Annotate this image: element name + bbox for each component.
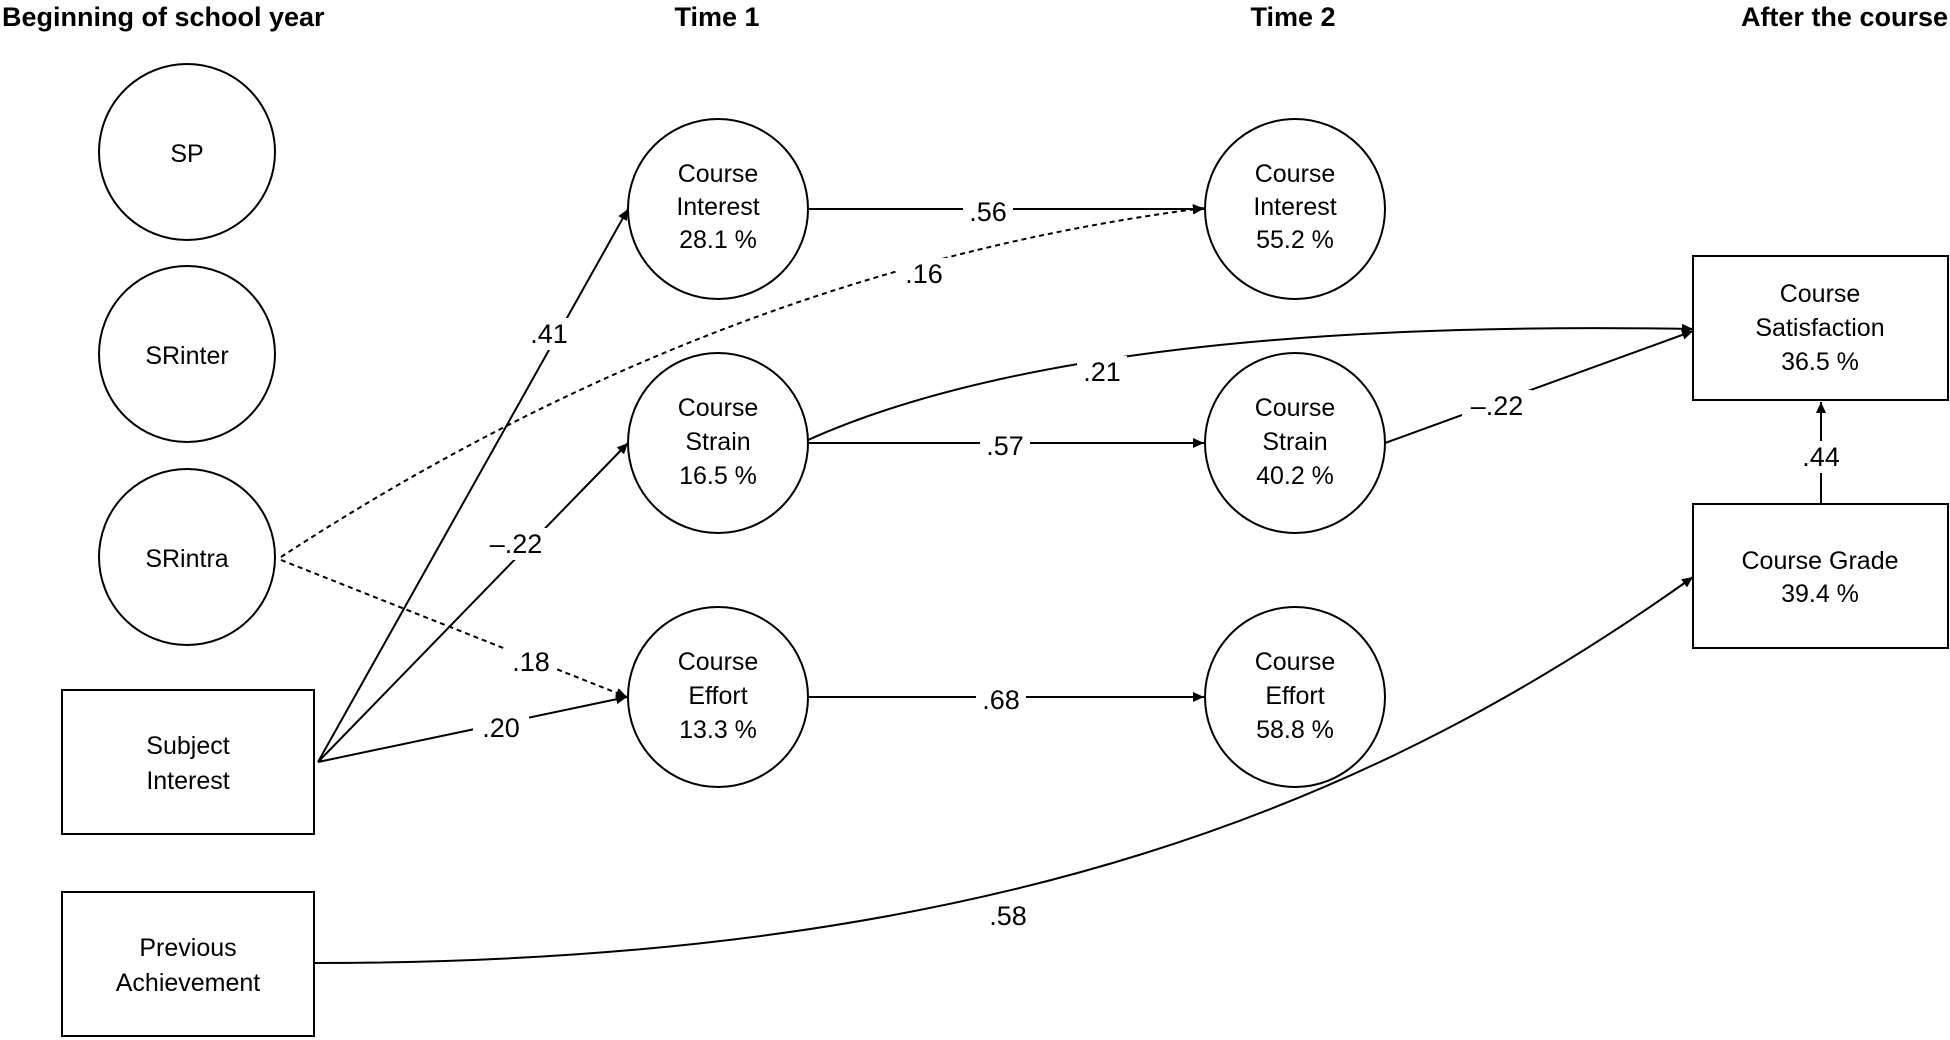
- header-time-2: Time 2: [1250, 2, 1335, 32]
- coef-subject-to-t1-strain: –.22: [490, 529, 543, 559]
- node-course-grade: Course Grade 39.4 %: [1692, 503, 1949, 649]
- coef-srintra-to-t1-effort: .18: [512, 647, 550, 677]
- svg-text:36.5 %: 36.5 %: [1781, 348, 1859, 376]
- edge-srintra-to-t1-effort: [280, 559, 628, 698]
- svg-text:Interest: Interest: [146, 767, 229, 795]
- coef-srintra-to-t2-interest: .16: [905, 259, 943, 289]
- coef-subject-to-t1-effort: .20: [482, 713, 520, 743]
- svg-text:Course: Course: [1255, 394, 1336, 422]
- coef-previous-achievement-to-grade: .58: [989, 901, 1027, 931]
- node-time2-course-effort: Course Effort 58.8 %: [1204, 606, 1386, 788]
- svg-text:Achievement: Achievement: [116, 969, 261, 997]
- svg-text:Previous: Previous: [139, 934, 236, 962]
- svg-text:Satisfaction: Satisfaction: [1755, 314, 1884, 342]
- node-srinter: SRinter: [98, 265, 276, 443]
- coef-subject-to-t1-interest: .41: [530, 319, 568, 349]
- svg-text:SRintra: SRintra: [145, 545, 228, 573]
- header-beginning-of-school-year: Beginning of school year: [2, 2, 325, 32]
- svg-text:Course: Course: [1780, 280, 1861, 308]
- svg-text:SP: SP: [170, 140, 203, 168]
- svg-text:Interest: Interest: [1253, 193, 1336, 221]
- edge-t2-strain-to-course-satisfaction: [1384, 330, 1694, 444]
- node-sp: SP: [98, 63, 276, 241]
- svg-text:13.3 %: 13.3 %: [679, 716, 757, 744]
- svg-text:28.1 %: 28.1 %: [679, 226, 757, 254]
- svg-text:Course: Course: [1255, 648, 1336, 676]
- svg-text:Interest: Interest: [676, 193, 759, 221]
- node-time1-course-strain: Course Strain 16.5 %: [627, 352, 809, 534]
- edge-subject-interest-to-t1-interest: [317, 208, 629, 763]
- svg-text:Effort: Effort: [688, 682, 747, 710]
- coef-t1-interest-to-t2-interest: .56: [969, 197, 1007, 227]
- coef-t2-strain-to-satisfaction: –.22: [1471, 391, 1524, 421]
- coef-grade-to-satisfaction: .44: [1802, 442, 1840, 472]
- svg-text:Course: Course: [678, 160, 759, 188]
- edge-subject-interest-to-t1-effort: [317, 694, 628, 763]
- node-time1-course-interest: Course Interest 28.1 %: [627, 118, 809, 300]
- node-time2-course-interest: Course Interest 55.2 %: [1204, 118, 1386, 300]
- edge-srintra-to-t2-interest: [280, 204, 1205, 558]
- node-subject-interest: Subject Interest: [61, 689, 315, 835]
- svg-text:Course: Course: [678, 394, 759, 422]
- svg-text:Strain: Strain: [1262, 428, 1327, 456]
- svg-text:55.2 %: 55.2 %: [1256, 226, 1334, 254]
- svg-text:Course: Course: [1255, 160, 1336, 188]
- coef-t1-effort-to-t2-effort: .68: [982, 685, 1020, 715]
- header-time-1: Time 1: [674, 2, 759, 32]
- svg-text:39.4 %: 39.4 %: [1781, 580, 1859, 608]
- svg-text:Course: Course: [678, 648, 759, 676]
- svg-text:Effort: Effort: [1265, 682, 1324, 710]
- header-after-the-course: After the course: [1741, 2, 1948, 32]
- node-srintra: SRintra: [98, 468, 276, 646]
- edge-previous-achievement-to-course-grade: [314, 576, 1694, 964]
- svg-text:Strain: Strain: [685, 428, 750, 456]
- node-time2-course-strain: Course Strain 40.2 %: [1204, 352, 1386, 534]
- svg-text:40.2 %: 40.2 %: [1256, 462, 1334, 490]
- svg-text:SRinter: SRinter: [145, 342, 228, 370]
- node-previous-achievement: Previous Achievement: [61, 891, 315, 1037]
- coef-t1-strain-to-satisfaction: .21: [1083, 357, 1121, 387]
- edge-subject-interest-to-t1-strain: [317, 442, 629, 763]
- edge-t1-strain-to-course-satisfaction: [807, 323, 1694, 441]
- coef-t1-strain-to-t2-strain: .57: [986, 431, 1024, 461]
- svg-text:16.5 %: 16.5 %: [679, 462, 757, 490]
- svg-text:Course Grade: Course Grade: [1741, 547, 1898, 575]
- coefficient-labels: .41 –.22 .20 .16 .18 .56 .57 .68 .21 –.2…: [473, 196, 1846, 932]
- svg-text:Subject: Subject: [146, 732, 229, 760]
- edges: [280, 204, 1826, 964]
- node-course-satisfaction: Course Satisfaction 36.5 %: [1692, 255, 1949, 401]
- node-time1-course-effort: Course Effort 13.3 %: [627, 606, 809, 788]
- svg-text:58.8 %: 58.8 %: [1256, 716, 1334, 744]
